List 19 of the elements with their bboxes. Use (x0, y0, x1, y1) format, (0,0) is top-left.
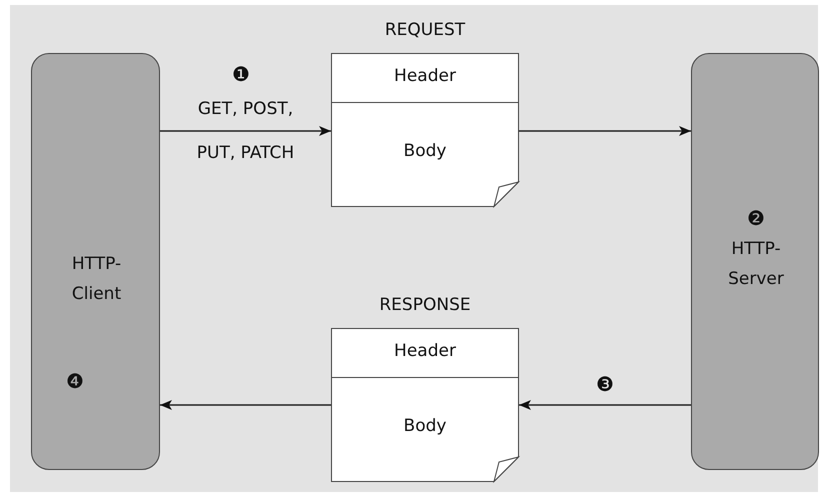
section-label: Body (402, 416, 448, 436)
arrow (160, 126, 331, 136)
arrow (519, 126, 691, 136)
section-label: Header (393, 66, 457, 86)
client-box (31, 53, 160, 470)
callout-number: ❹ (65, 369, 85, 393)
node-label: HTTP-Server (727, 238, 785, 291)
callout-number: ❷ (746, 206, 766, 230)
arrow (519, 400, 691, 410)
node-label: HTTP-Client (70, 253, 122, 306)
edge-label: GET, POST, PUT, PATCH (196, 98, 296, 165)
document-title: REQUEST (384, 20, 466, 40)
server-box (691, 53, 819, 470)
document-title: RESPONSE (378, 295, 472, 315)
callout-number: ❸ (595, 372, 615, 396)
section-label: Header (393, 341, 457, 361)
callout-number: ❶ (231, 62, 251, 86)
section-label: Body (402, 141, 448, 161)
arrow (160, 400, 331, 410)
